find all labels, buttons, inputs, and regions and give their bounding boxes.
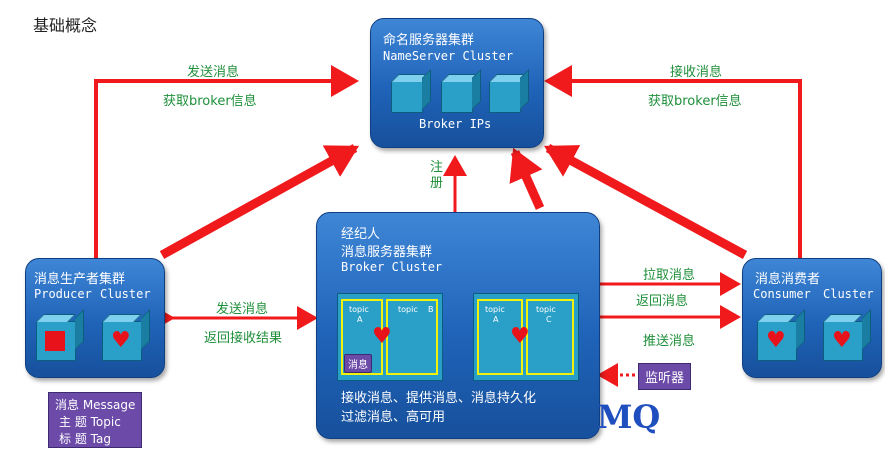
topic-a2-letter: A: [493, 315, 499, 324]
producer-title: 消息生产者集群: [34, 272, 126, 287]
arrow-consumer-nameserver-line: [544, 65, 802, 262]
consumer-node-1: ♥: [757, 321, 797, 361]
label-get-broker-right: 获取broker信息: [648, 94, 742, 109]
message-legend: 消息 Message 主 题 Topic 标 题 Tag: [48, 392, 142, 448]
producer-node-1: [36, 321, 76, 361]
arrow-broker-diagonal: [509, 147, 545, 210]
producer-cluster-box: 消息生产者集群 Producer Cluster ♥: [25, 258, 165, 378]
topic-b-label: topic: [398, 305, 418, 314]
heart-icon: ♥: [832, 328, 852, 353]
topic-b-queue: topic B: [386, 299, 438, 375]
label-get-broker-left: 获取broker信息: [163, 94, 257, 109]
consumer-node-2: ♥: [823, 321, 863, 361]
topic-c-label: topic: [536, 305, 556, 314]
consumer-subtitle-b: Cluster: [823, 287, 874, 301]
legend-line-3: 标 题 Tag: [59, 432, 111, 446]
nameserver-cluster-box: 命名服务器集群 NameServer Cluster Broker IPs: [370, 18, 544, 148]
heart-icon: ♥: [510, 324, 530, 349]
legend-line-1: 消息 Message: [55, 398, 136, 412]
heart-icon: ♥: [111, 328, 131, 353]
label-return-result: 返回接收结果: [204, 331, 283, 346]
consumer-subtitle-a: Consumer: [753, 287, 811, 301]
message-tag: 消息: [344, 354, 372, 373]
topic-a-letter: A: [357, 315, 363, 324]
topic-c-queue: topic C: [526, 299, 574, 375]
broker-title2: 消息服务器集群: [341, 245, 433, 260]
broker-node-1: topic A topic B ♥ 消息: [337, 293, 443, 381]
label-register: 注册: [430, 160, 444, 191]
heart-icon: ♥: [372, 324, 392, 349]
producer-subtitle-a: Producer: [34, 287, 92, 301]
mq-label: MQ: [597, 398, 661, 436]
label-send-top: 发送消息: [187, 65, 240, 80]
nameserver-node-3: [489, 81, 521, 113]
label-send-mid: 发送消息: [216, 302, 269, 317]
topic-b-letter: B: [428, 305, 434, 314]
arrow-consumer-diagonal: [544, 144, 748, 259]
producer-node-2: ♥: [102, 321, 142, 361]
broker-desc-1: 接收消息、提供消息、消息持久化: [341, 391, 537, 406]
topic-a-queue: topic A: [341, 299, 383, 375]
broker-cluster-box: 经纪人 消息服务器集群 Broker Cluster topic A topic…: [316, 212, 600, 439]
label-recv-top: 接收消息: [670, 65, 723, 80]
broker-subtitle: Broker Cluster: [341, 260, 443, 274]
nameserver-node-1: [391, 81, 423, 113]
topic-c-letter: C: [546, 315, 552, 324]
label-pull: 拉取消息: [643, 268, 696, 283]
label-return-msg: 返回消息: [636, 294, 689, 309]
page-title: 基础概念: [33, 16, 98, 35]
consumer-cluster-box: 消息消费者 Consumer Cluster ♥ ♥: [742, 258, 882, 378]
arrow-producer-diagonal: [159, 144, 359, 259]
legend-line-2: 主 题 Topic: [59, 415, 121, 429]
topic-a2-label: topic: [485, 305, 505, 314]
producer-subtitle-b: Cluster: [100, 287, 151, 301]
arrow-producer-nameserver-line: [94, 65, 359, 262]
nameserver-footer: Broker IPs: [419, 117, 492, 131]
consumer-title: 消息消费者: [755, 272, 821, 287]
label-push: 推送消息: [643, 334, 696, 349]
broker-title: 经纪人: [341, 227, 381, 242]
listener-box: 监听器: [638, 363, 692, 390]
broker-desc-2: 过滤消息、高可用: [341, 410, 446, 425]
topic-a-label: topic: [349, 305, 369, 314]
nameserver-subtitle: NameServer Cluster: [383, 49, 514, 63]
square-icon: [45, 331, 65, 351]
nameserver-node-2: [441, 81, 473, 113]
topic-a-queue-2: topic A: [477, 299, 523, 375]
nameserver-title: 命名服务器集群: [383, 33, 475, 48]
broker-node-2: topic A topic C ♥: [473, 293, 579, 381]
heart-icon: ♥: [766, 328, 786, 353]
